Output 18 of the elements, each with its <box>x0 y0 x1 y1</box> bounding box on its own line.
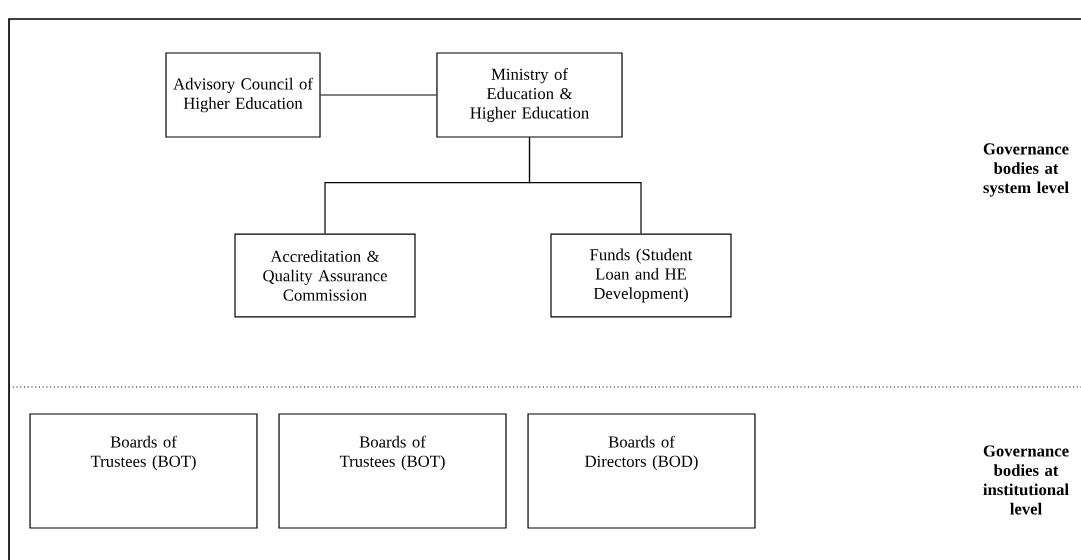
box-text: Funds (Student Loan and HE Development) <box>590 248 693 303</box>
box-text: Accreditation & Quality Assurance Commission <box>263 250 387 301</box>
box-text: Advisory Council of Higher Education <box>173 77 313 113</box>
level-label: Governance bodies at system level <box>983 143 1069 197</box>
org-box <box>165 52 321 138</box>
box-text: Boards of Trustees (BOT) <box>339 435 445 471</box>
org-box <box>29 413 258 529</box>
level-label: Governance bodies at institutional level <box>983 445 1069 515</box>
box-text: Boards of Trustees (BOT) <box>90 435 196 471</box>
connector-line <box>528 137 642 235</box>
box-text: Boards of Directors (BOD) <box>585 435 698 471</box>
org-box <box>278 413 507 529</box>
org-box <box>234 233 416 318</box>
connector-line <box>320 94 437 96</box>
org-box <box>550 233 732 318</box>
box-text: Ministry of Education & Higher Education <box>470 68 589 122</box>
org-box <box>527 413 756 529</box>
org-box <box>436 52 623 138</box>
